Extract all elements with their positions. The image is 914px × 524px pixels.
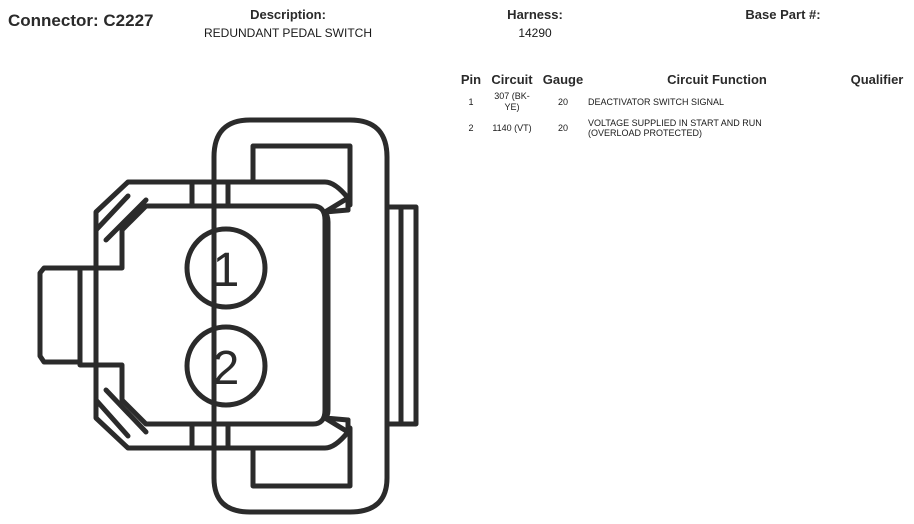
body-outline <box>77 179 351 451</box>
row-2-function-line1: VOLTAGE SUPPLIED IN START AND RUN <box>588 118 762 128</box>
bottom-latch <box>250 425 353 489</box>
harness-value: 14290 <box>518 26 552 40</box>
pin-1-cavity <box>184 226 268 310</box>
row-1-pin: 1 <box>468 97 474 107</box>
base-part-label: Base Part #: <box>745 7 821 22</box>
connector-id: C2227 <box>103 11 154 30</box>
pin-2-cavity <box>184 324 268 408</box>
col-header-circuit: Circuit <box>491 72 533 87</box>
top-latch <box>250 143 353 208</box>
row-1-circuit-line1: 307 (BK- <box>494 91 530 101</box>
col-header-pin: Pin <box>460 72 482 87</box>
pin-2-label: 2 <box>213 342 240 395</box>
chamfer-top-left-2 <box>103 197 149 243</box>
chamfer-bottom-left-2 <box>103 387 149 435</box>
right-chamfer-top <box>322 195 351 215</box>
row-2-function-line2: (OVERLOAD PROTECTED) <box>588 128 703 138</box>
left-tab <box>37 265 99 365</box>
row-2-circuit-line1: 1140 (VT) <box>492 123 532 133</box>
chamfer-top-left <box>93 193 131 233</box>
harness-label: Harness: <box>507 7 563 22</box>
description-value: REDUNDANT PEDAL SWITCH <box>203 26 373 40</box>
connector-label: Connector: <box>8 11 99 30</box>
chamfer-bottom-left <box>93 397 131 439</box>
row-2-gauge: 20 <box>557 123 569 133</box>
cavity-outline <box>93 203 328 427</box>
pin-1-label: 1 <box>213 244 240 297</box>
right-chamfer-bottom <box>322 415 351 435</box>
row-1-gauge: 20 <box>557 97 569 107</box>
row-2-pin: 2 <box>468 123 474 133</box>
connector-title: Connector: C2227 <box>8 11 154 31</box>
row-1-circuit-line2: YE) <box>504 102 520 112</box>
col-header-gauge: Gauge <box>542 72 584 87</box>
description-label: Description: <box>250 7 326 22</box>
housing-outline <box>211 117 390 515</box>
row-1-function: DEACTIVATOR SWITCH SIGNAL <box>588 97 725 107</box>
col-header-function: Circuit Function <box>667 72 767 87</box>
col-header-qualifier: Qualifier <box>850 72 904 87</box>
